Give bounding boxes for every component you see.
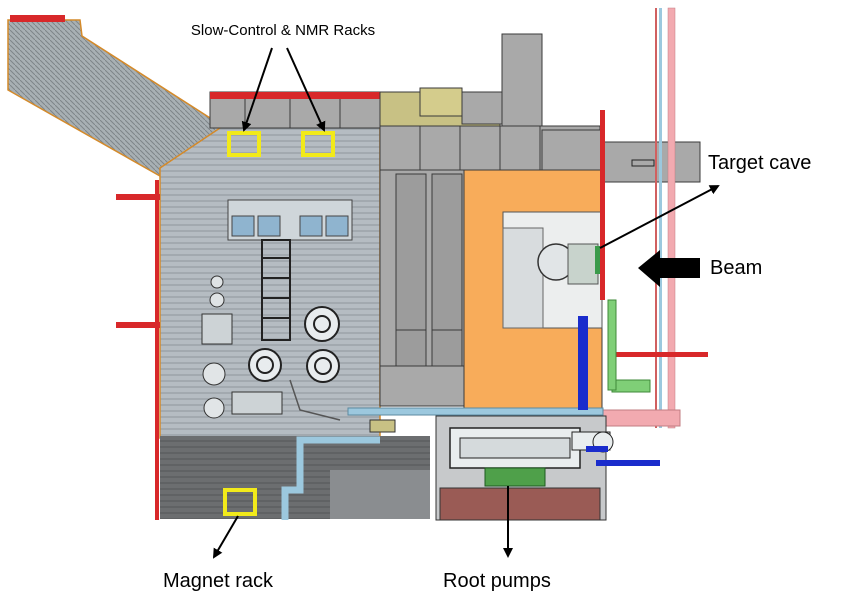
root-pumps-label: Root pumps xyxy=(443,570,551,592)
beam-label: Beam xyxy=(710,257,762,279)
labels: Slow-Control & NMR Racks Target cave Bea… xyxy=(163,22,811,592)
rack-highlights xyxy=(223,131,335,516)
main-hall-floor xyxy=(7,15,430,520)
slow-control-label: Slow-Control & NMR Racks xyxy=(191,22,375,39)
red-marker xyxy=(10,15,65,22)
root-pumps-area xyxy=(369,415,660,521)
target-cave-area xyxy=(463,110,605,409)
beam-arrow-icon xyxy=(638,250,700,287)
annotation-arrows xyxy=(212,47,720,559)
magnet-rack-label: Magnet rack xyxy=(163,570,274,592)
arrow-icon xyxy=(212,515,239,559)
slow-control-rack-left-highlight xyxy=(227,131,261,157)
nmr-rack-right-highlight xyxy=(301,131,335,157)
arrow-icon xyxy=(599,185,720,249)
magnet-rack-highlight xyxy=(223,488,257,516)
target-cave-label: Target cave xyxy=(708,152,811,174)
arrow-icon xyxy=(241,47,273,132)
rack-blocks xyxy=(379,33,701,407)
arrow-icon xyxy=(286,47,326,132)
equipment-area xyxy=(201,199,353,421)
